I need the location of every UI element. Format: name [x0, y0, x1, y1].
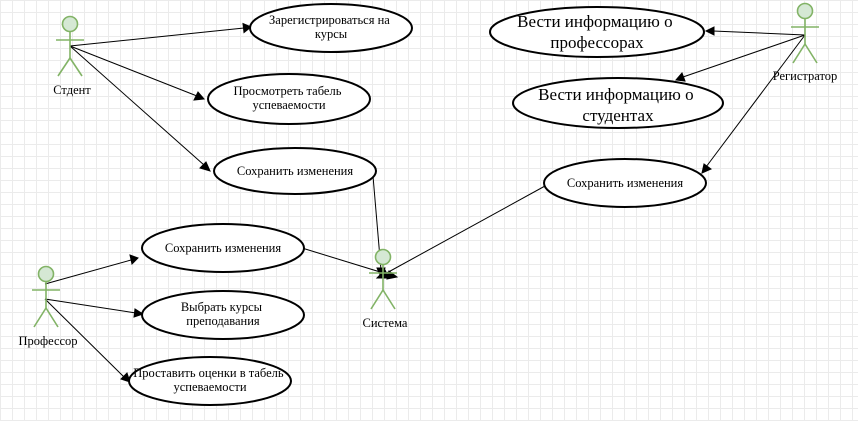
use-case-label-line: Проставить оценки в табель: [133, 366, 284, 380]
use-case-register-courses: Зарегистрироваться на курсы: [249, 3, 413, 53]
use-case-label-line: успеваемости: [252, 98, 325, 112]
use-case-student-save: Сохранить изменения: [213, 147, 377, 195]
use-case-view-grades: Просмотреть табель успеваемости: [207, 73, 371, 125]
use-case-label-line: профессорах: [550, 33, 644, 52]
svg-text:Сохранить изменения: Сохранить изменения: [237, 164, 354, 178]
use-case-label-line: Сохранить изменения: [165, 241, 282, 255]
actor-professor: Профессор: [18, 265, 78, 348]
use-case-label-line: Просмотреть табель: [233, 84, 341, 98]
actor-student: Стдент: [53, 15, 91, 97]
use-case-label-line: Вести информацию о: [517, 12, 672, 31]
svg-text:Вести информацию о профе: Вести информацию о профессорах: [517, 12, 677, 52]
edge-professor-grades: [44, 298, 125, 378]
use-case-registrar-save: Сохранить изменения: [543, 158, 707, 208]
use-case-label-line: Выбрать курсы: [181, 300, 263, 314]
arrowhead: [193, 91, 206, 101]
edge-professor-save: [44, 259, 132, 285]
actor-system: Система: [363, 248, 408, 330]
edge-prof-save-to-system: [301, 247, 391, 276]
use-case-choose-courses: Выбрать курсы преподавания: [141, 290, 305, 340]
edge-student-view-grades: [69, 45, 198, 97]
svg-text:Зарегистрироваться на ку: Зарегистрироваться на курсы: [269, 13, 393, 41]
use-case-ellipse: [141, 290, 305, 340]
arrowhead: [120, 372, 131, 383]
arrowhead: [242, 22, 252, 34]
arrowhead: [701, 163, 713, 174]
actor-label: Система: [363, 316, 408, 330]
use-case-label-line: курсы: [315, 27, 348, 41]
use-case-ellipse: [213, 147, 377, 195]
svg-text:Выбрать курсы преподаван: Выбрать курсы преподавания: [181, 300, 265, 328]
arrowhead: [704, 26, 715, 36]
use-case-ellipse: [207, 73, 371, 125]
stick-figure-icon: [791, 2, 819, 64]
actor-label: Профессор: [18, 334, 77, 348]
use-case-label-line: Вести информацию о: [538, 85, 693, 104]
arrowhead: [129, 254, 139, 265]
edge-registrar-students: [682, 34, 806, 78]
edge-student-register: [69, 27, 245, 47]
use-case-manage-students: Вести информацию о студентах: [512, 77, 724, 129]
use-case-ellipse: [141, 223, 305, 273]
use-case-label-line: Сохранить изменения: [567, 176, 684, 190]
edge-registrar-professors: [712, 30, 806, 36]
use-case-professor-save: Сохранить изменения: [141, 223, 305, 273]
use-case-ellipse: [128, 356, 292, 406]
use-case-ellipse: [543, 158, 707, 208]
use-case-ellipse: [249, 3, 413, 53]
edge-registrar-save: [705, 34, 806, 168]
use-case-label-line: преподавания: [186, 314, 260, 328]
arrowhead: [199, 161, 211, 172]
use-case-set-grades: Проставить оценки в табель успеваемости: [128, 356, 292, 406]
actor-registrar: Регистратор: [773, 2, 838, 83]
stick-figure-icon: [56, 15, 84, 77]
use-case-ellipse: [512, 77, 724, 129]
edge-professor-choose: [44, 298, 137, 314]
edge-registrar-save-to-system: [382, 185, 546, 276]
edge-student-save: [69, 45, 205, 166]
svg-text:Просмотреть табель успев: Просмотреть табель успеваемости: [233, 84, 344, 112]
use-case-manage-professors: Вести информацию о профессорах: [489, 6, 705, 58]
actor-label: Стдент: [53, 83, 91, 97]
use-case-label-line: Сохранить изменения: [237, 164, 354, 178]
arrowhead: [133, 308, 145, 318]
use-case-label-line: студентах: [582, 106, 654, 125]
arrowhead: [675, 72, 686, 82]
stick-figure-icon: [369, 248, 397, 310]
use-case-label-line: Зарегистрироваться на: [269, 13, 390, 27]
use-case-ellipse: [489, 6, 705, 58]
svg-text:Вести информацию о студе: Вести информацию о студентах: [538, 85, 698, 125]
actor-label: Регистратор: [773, 69, 838, 83]
svg-text:Сохранить изменения: Сохранить изменения: [567, 176, 684, 190]
stick-figure-icon: [32, 265, 60, 328]
svg-text:Проставить оценки в табель: Проставить оценки в табель успеваемости: [133, 366, 287, 394]
svg-text:Сохранить изменения: Сохранить изменения: [165, 241, 282, 255]
use-case-label-line: успеваемости: [173, 380, 246, 394]
